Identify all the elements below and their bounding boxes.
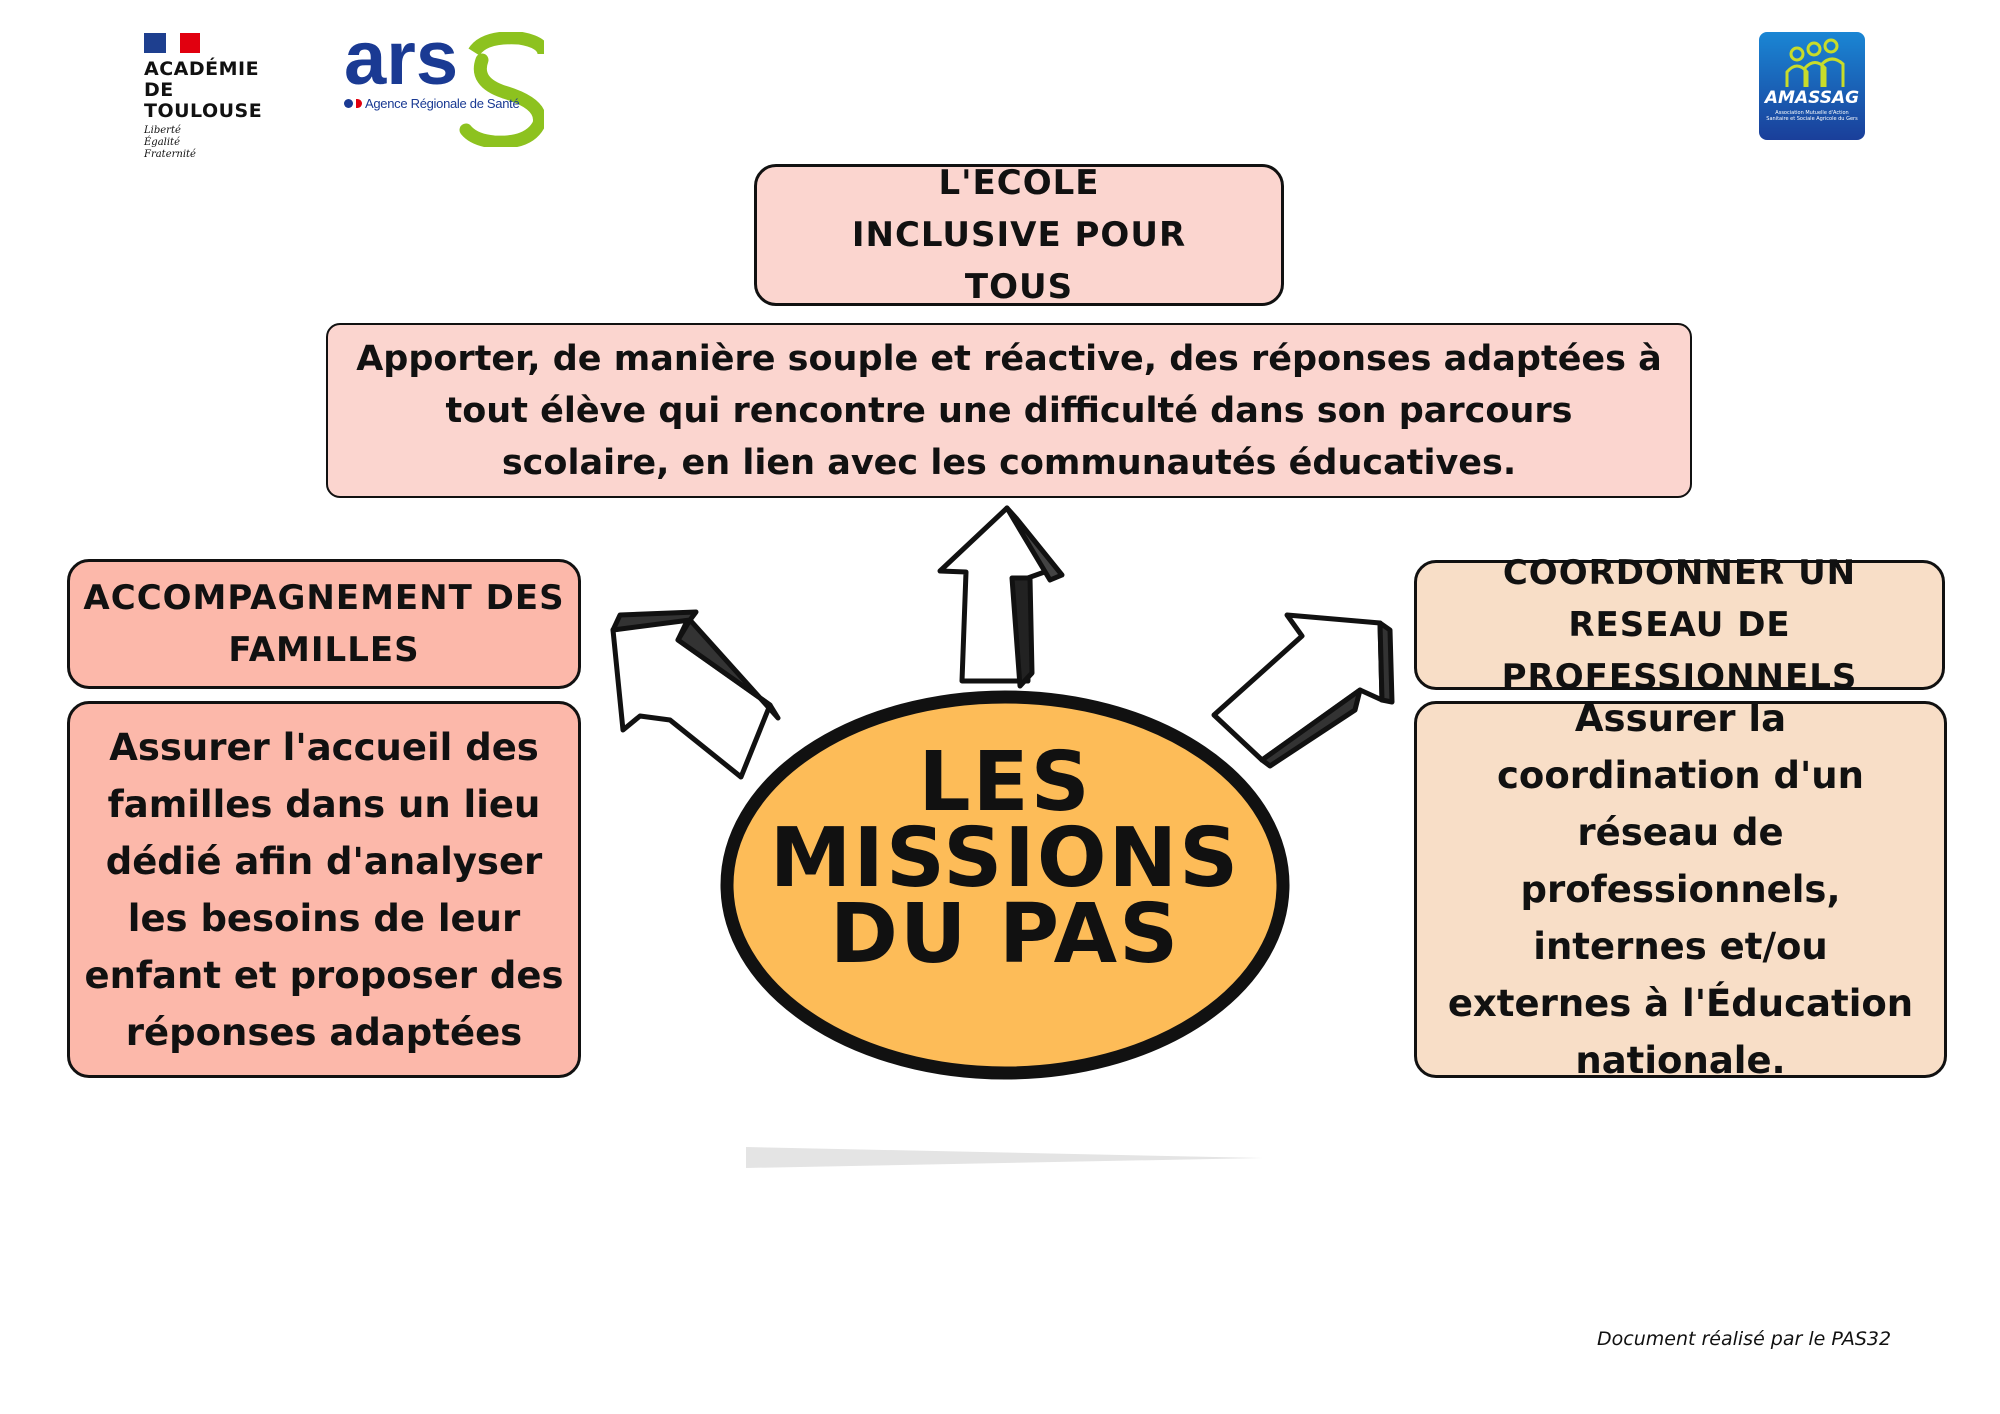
center-label: LES MISSIONS DU PAS — [769, 735, 1241, 982]
motto-3: Fraternité — [144, 149, 196, 160]
arrow-up-icon — [937, 505, 1065, 689]
left-description-box: Assurer l'accueil des familles dans un l… — [67, 701, 581, 1078]
marianne-flag-icon — [144, 33, 200, 53]
red-half-dot-icon — [356, 99, 362, 108]
left-title-box: ACCOMPAGNEMENT DES FAMILLES — [67, 559, 581, 689]
ars-name: Agence Régionale de Santé — [365, 96, 520, 111]
right-title: COORDONNER UN RESEAU DE PROFESSIONNELS — [1501, 553, 1858, 697]
arrow-up-right-icon — [1211, 612, 1395, 769]
amassag-mark: AMASSAG — [1764, 88, 1860, 108]
amassag-logo: AMASSAG Association Mutuelle d'Action Sa… — [1759, 32, 1865, 140]
right-description-box: Assurer la coordination d'un réseau de p… — [1414, 697, 1947, 1082]
ars-mark-icon: ars — [344, 32, 544, 147]
academie-line1: ACADÉMIE — [144, 58, 260, 80]
top-description: Apporter, de manière souple et réactive,… — [356, 338, 1662, 483]
motto-2: Égalité — [144, 137, 180, 148]
footer-credit: Document réalisé par le PAS32 — [1597, 1328, 1892, 1350]
ars-logo: ars Agence Régionale de Santé — [344, 32, 544, 147]
academie-line2: DE TOULOUSE — [144, 79, 263, 122]
right-title-box: COORDONNER UN RESEAU DE PROFESSIONNELS — [1414, 553, 1945, 697]
left-title: ACCOMPAGNEMENT DES FAMILLES — [83, 578, 565, 670]
amassag-subtitle: Association Mutuelle d'Action Sanitaire … — [1766, 110, 1858, 122]
top-title-box: L'ECOLE INCLUSIVE POUR TOUS — [754, 163, 1284, 307]
academie-toulouse-logo: ACADÉMIE DE TOULOUSE Liberté Égalité Fra… — [144, 33, 294, 160]
left-description: Assurer l'accueil des familles dans un l… — [84, 725, 564, 1054]
right-description: Assurer la coordination d'un réseau de p… — [1447, 697, 1914, 1082]
shadow-bar — [746, 1147, 1263, 1168]
top-title: L'ECOLE INCLUSIVE POUR TOUS — [851, 163, 1187, 307]
top-description-box: Apporter, de manière souple et réactive,… — [326, 323, 1692, 498]
people-icon — [1785, 38, 1845, 87]
blue-dot-icon — [344, 99, 353, 108]
motto-1: Liberté — [144, 125, 181, 136]
ars-letters: ars — [344, 32, 458, 101]
